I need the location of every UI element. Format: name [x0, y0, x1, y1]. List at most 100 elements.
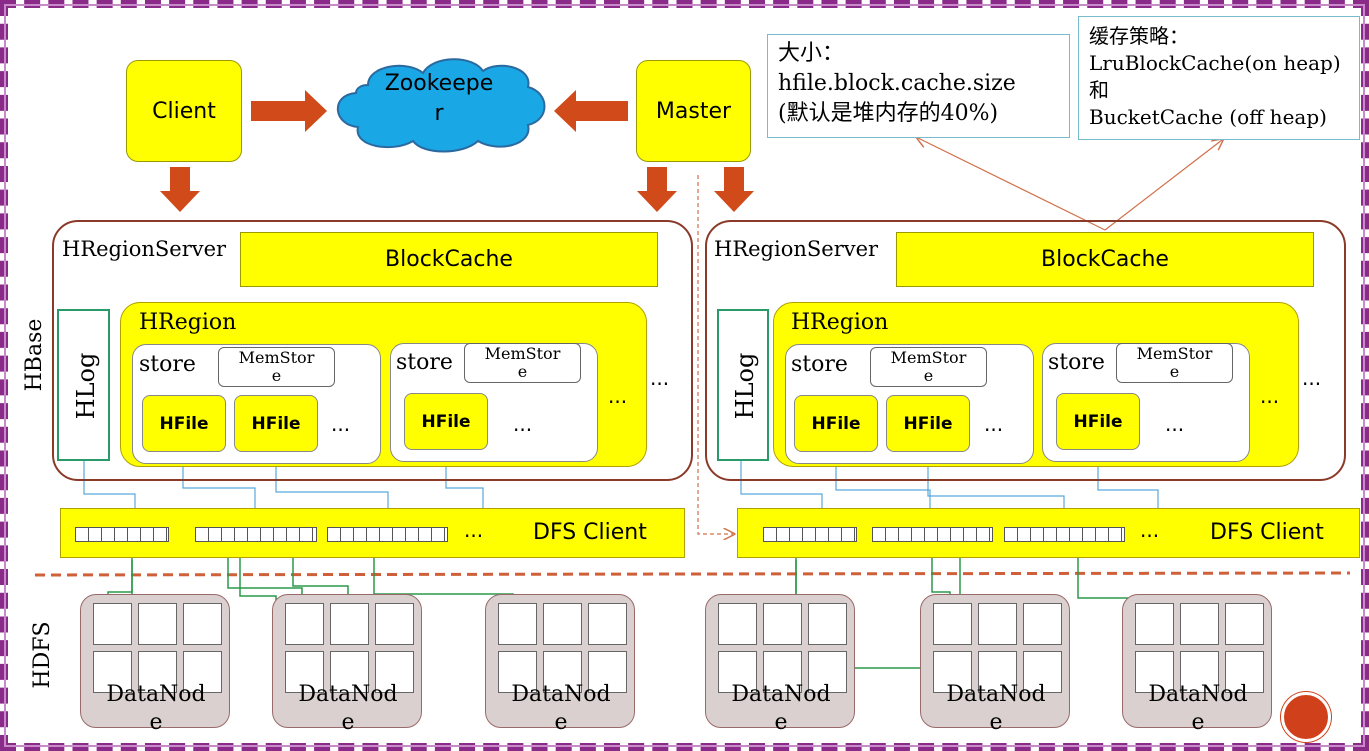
client-box: Client: [126, 60, 242, 162]
note-pointer-size: [918, 138, 1106, 231]
datanode-label-line2: e: [554, 710, 568, 735]
master-label: Master: [655, 98, 732, 124]
client-label: Client: [152, 98, 216, 124]
dfs-client-right-label: DFS Client: [1210, 520, 1324, 545]
region-server-left-label: HRegionServer: [62, 237, 227, 261]
store-left-2-label: store: [396, 350, 453, 375]
store-ellipsis-left: ...: [608, 384, 628, 408]
datanode-block: [978, 651, 1017, 693]
store-left-2-ellipsis: ...: [513, 412, 533, 436]
arrow-master-zookeeper: [554, 90, 628, 132]
datanode-block: [933, 603, 972, 645]
arrow-client-zookeeper: [251, 90, 327, 132]
datanode-block: [763, 651, 802, 693]
store-right-2-label: store: [1048, 350, 1105, 375]
master-box: Master: [636, 60, 751, 162]
datanode-block: [543, 651, 582, 693]
blue-line-hfile1-l: [182, 452, 260, 526]
region-ellipsis-left: ...: [650, 366, 670, 390]
blockcache-right: BlockCache: [896, 232, 1314, 287]
datanode-block: [1135, 651, 1174, 693]
note-cache-size: 大小： hfile.block.cache.size (默认是堆内存的40%): [767, 34, 1070, 138]
hbase-hdfs-separator: [34, 571, 1351, 577]
datanode-2: DataNod e: [272, 594, 422, 735]
dfs-ellipsis-left: ...: [464, 518, 484, 542]
store-ellipsis-right: ...: [1260, 384, 1280, 408]
datanode-block: [1023, 603, 1062, 645]
datanode-block: [138, 603, 177, 645]
datanode-label: DataNod e: [921, 681, 1071, 737]
datanode-block: [808, 603, 847, 645]
datanode-block: [183, 603, 222, 645]
datanode-3: DataNod e: [485, 594, 635, 735]
datanode-block: [808, 651, 847, 693]
hdfs-label: HDFS: [29, 621, 55, 689]
block-strip-right-3: [1004, 527, 1125, 542]
block-strip-left-2: [195, 527, 317, 542]
memstore-left-1: MemStor e: [218, 347, 335, 387]
datanode-block: [285, 603, 324, 645]
datanode-block: [93, 603, 132, 645]
region-server-left: [52, 220, 693, 481]
datanode-block: [1135, 603, 1174, 645]
master-dfs-dashed-line: [697, 175, 733, 534]
note-pointer-strategy: [1104, 140, 1222, 231]
datanode-block: [498, 651, 537, 693]
datanode-block: [933, 651, 972, 693]
datanode-block: [138, 651, 177, 693]
datanode-block: [763, 603, 802, 645]
note-strategy-line1: 缓存策略：: [1089, 24, 1189, 48]
note-size-line1: 大小：: [778, 41, 845, 66]
datanode-block: [1225, 603, 1264, 645]
arrow-client-down: [160, 167, 200, 212]
datanode-block: [588, 651, 627, 693]
datanode-label-line1: DataNod: [298, 682, 398, 707]
datanode-block: [543, 603, 582, 645]
datanode-block: [1225, 651, 1264, 693]
hfile-right-2a: HFile: [1056, 393, 1140, 450]
blue-line-hfile2-l: [275, 452, 393, 526]
datanode-label-line2: e: [341, 710, 355, 735]
dfs-client-left-label: DFS Client: [533, 520, 647, 545]
datanode-label-line1: DataNod: [946, 682, 1046, 707]
datanode-label-line1: DataNod: [731, 682, 831, 707]
hfile-right-1a: HFile: [794, 395, 878, 452]
dfs-ellipsis-right: ...: [1140, 518, 1160, 542]
datanode-5: DataNod e: [920, 594, 1070, 735]
datanode-label-line2: e: [989, 710, 1003, 735]
memstore-right-2: MemStor e: [1116, 343, 1233, 383]
note-size-line2: hfile.block.cache.size: [778, 71, 1016, 96]
zookeeper-label-line1: Zookeepe: [384, 71, 494, 96]
hfile-left-1a: HFile: [142, 395, 226, 452]
datanode-block: [330, 603, 369, 645]
datanode-block: [718, 651, 757, 693]
datanode-block: [375, 603, 414, 645]
datanode-label-line1: DataNod: [511, 682, 611, 707]
datanode-block: [1180, 603, 1219, 645]
datanode-label: DataNod e: [273, 681, 423, 737]
datanode-block: [1023, 651, 1062, 693]
datanode-block: [285, 651, 324, 693]
datanode-label-line2: e: [149, 710, 163, 735]
datanode-block: [498, 603, 537, 645]
hregion-right-label: HRegion: [791, 310, 889, 335]
note-cache-strategy: 缓存策略： LruBlockCache(on heap) 和 BucketCac…: [1078, 16, 1360, 140]
hfile-right-1b: HFile: [886, 395, 970, 452]
hbase-label: HBase: [21, 318, 47, 392]
store-left-1-ellipsis: ...: [331, 412, 351, 436]
blue-line-hfile3-l: [445, 450, 488, 523]
region-ellipsis-right: ...: [1302, 366, 1322, 390]
hlog-left: HLog: [57, 309, 110, 461]
datanode-label: DataNod e: [486, 681, 636, 737]
slide-logo-icon: [1281, 692, 1331, 742]
zookeeper-cloud: Zookeepe r: [328, 55, 550, 155]
datanode-block: [588, 603, 627, 645]
datanode-block: [375, 651, 414, 693]
hlog-right: HLog: [717, 309, 769, 461]
datanode-block: [978, 603, 1017, 645]
